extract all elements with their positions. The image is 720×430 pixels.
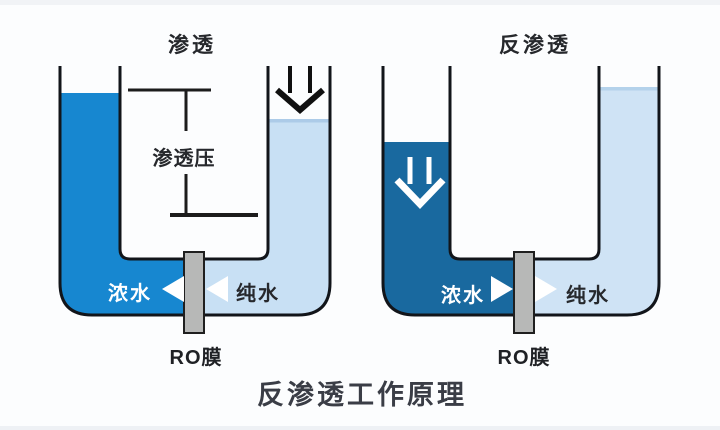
osmosis-pure-water-label: 纯水	[236, 283, 280, 305]
reverse-membrane-label: RO膜	[497, 347, 551, 369]
down-arrow-icon	[275, 66, 325, 114]
osmosis-heading: 渗透	[168, 34, 216, 57]
ro-membrane	[183, 251, 205, 334]
reverse-pure-water-surface	[599, 87, 659, 91]
down-arrow-icon	[394, 157, 446, 210]
bottom-edge-strip	[0, 426, 720, 430]
osmotic-pressure-bracket	[128, 88, 258, 217]
osmosis-membrane-label: RO膜	[169, 347, 223, 369]
left-triangles-icon	[162, 276, 228, 302]
right-triangles-icon	[491, 276, 557, 302]
ro-membrane	[513, 251, 535, 334]
reverse-osmosis-heading: 反渗透	[499, 34, 571, 57]
reverse-concentrated-water-label: 浓水	[441, 285, 485, 307]
page-title: 反渗透工作原理	[257, 380, 467, 410]
top-edge-strip	[0, 0, 720, 5]
reverse-pure-water-label: 纯水	[566, 285, 610, 307]
osmotic-pressure-label: 渗透压	[152, 148, 216, 170]
osmosis-concentrated-water-label: 浓水	[108, 283, 152, 305]
osmosis-pure-water-surface	[268, 119, 330, 123]
